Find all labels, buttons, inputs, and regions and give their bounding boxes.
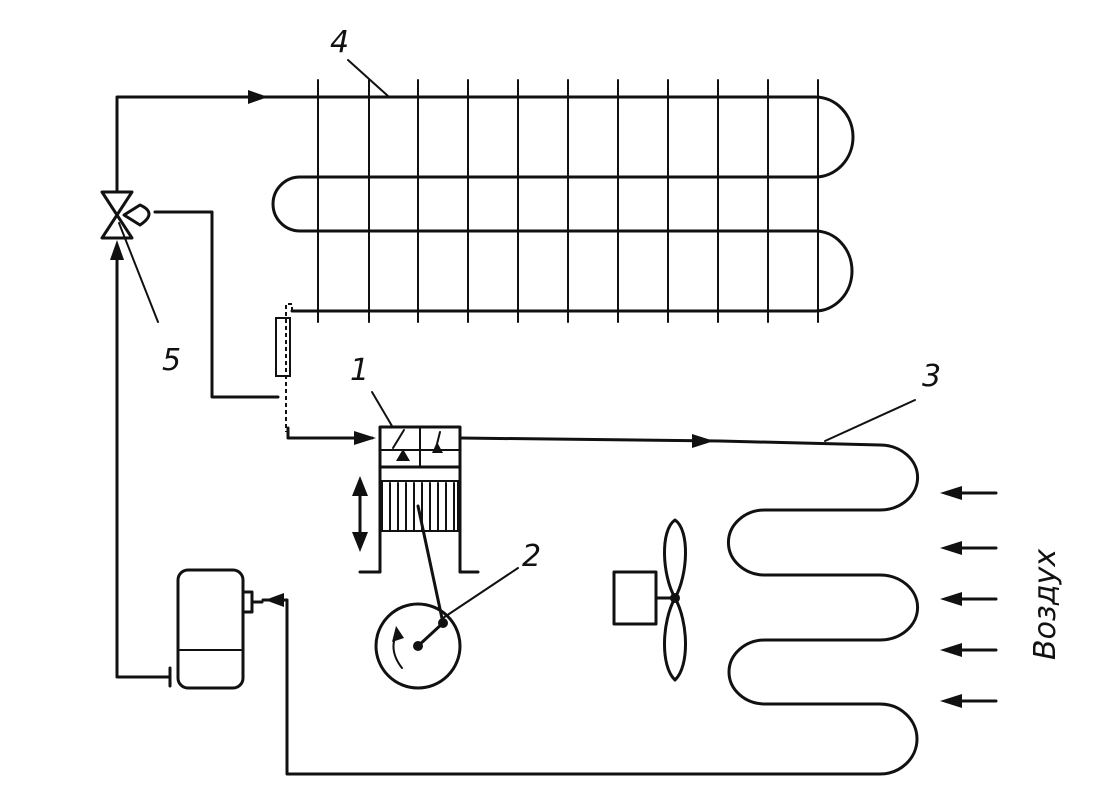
- expansion-valve: [100, 190, 151, 240]
- piston-motion-arrow: [352, 476, 368, 552]
- label-condenser: 3: [922, 359, 941, 394]
- sensing-capillary-line: [153, 210, 280, 399]
- compressor: [358, 425, 480, 574]
- condenser-coil: [261, 443, 920, 776]
- flow-arrow-valve-inlet: [110, 240, 124, 260]
- leader-line-4: [347, 59, 389, 97]
- evaporator-fins: [317, 79, 819, 323]
- leader-line-1: [371, 391, 393, 427]
- label-crankshaft: 2: [522, 539, 541, 574]
- valve-to-evaporator-line: [115, 95, 292, 194]
- suction-line-dashed: [285, 303, 293, 432]
- crank-mechanism: [374, 504, 462, 690]
- discharge-line: [458, 436, 882, 447]
- flow-arrow-receiver-inlet: [265, 593, 284, 607]
- evaporator-coil: [271, 95, 855, 313]
- evaporator: [271, 79, 855, 323]
- label-compressor: 1: [350, 353, 369, 388]
- fan: [612, 518, 687, 682]
- flow-arrow-condenser-inlet: [692, 434, 714, 448]
- receiver: [176, 568, 264, 690]
- flow-arrow-evaporator-inlet: [248, 90, 268, 104]
- label-expansion-valve: 5: [162, 343, 181, 378]
- label-evaporator: 4: [330, 25, 349, 60]
- air-inflow-arrows: [940, 486, 998, 708]
- liquid-line: [115, 254, 172, 688]
- sensing-bulb: [275, 317, 291, 377]
- leader-line-5: [118, 222, 159, 323]
- air-label: Воздух: [1028, 549, 1063, 660]
- flow-arrow-compressor-inlet: [354, 431, 376, 445]
- leader-line-2: [442, 567, 519, 619]
- suction-line: [286, 426, 374, 440]
- leader-line-3: [824, 399, 916, 442]
